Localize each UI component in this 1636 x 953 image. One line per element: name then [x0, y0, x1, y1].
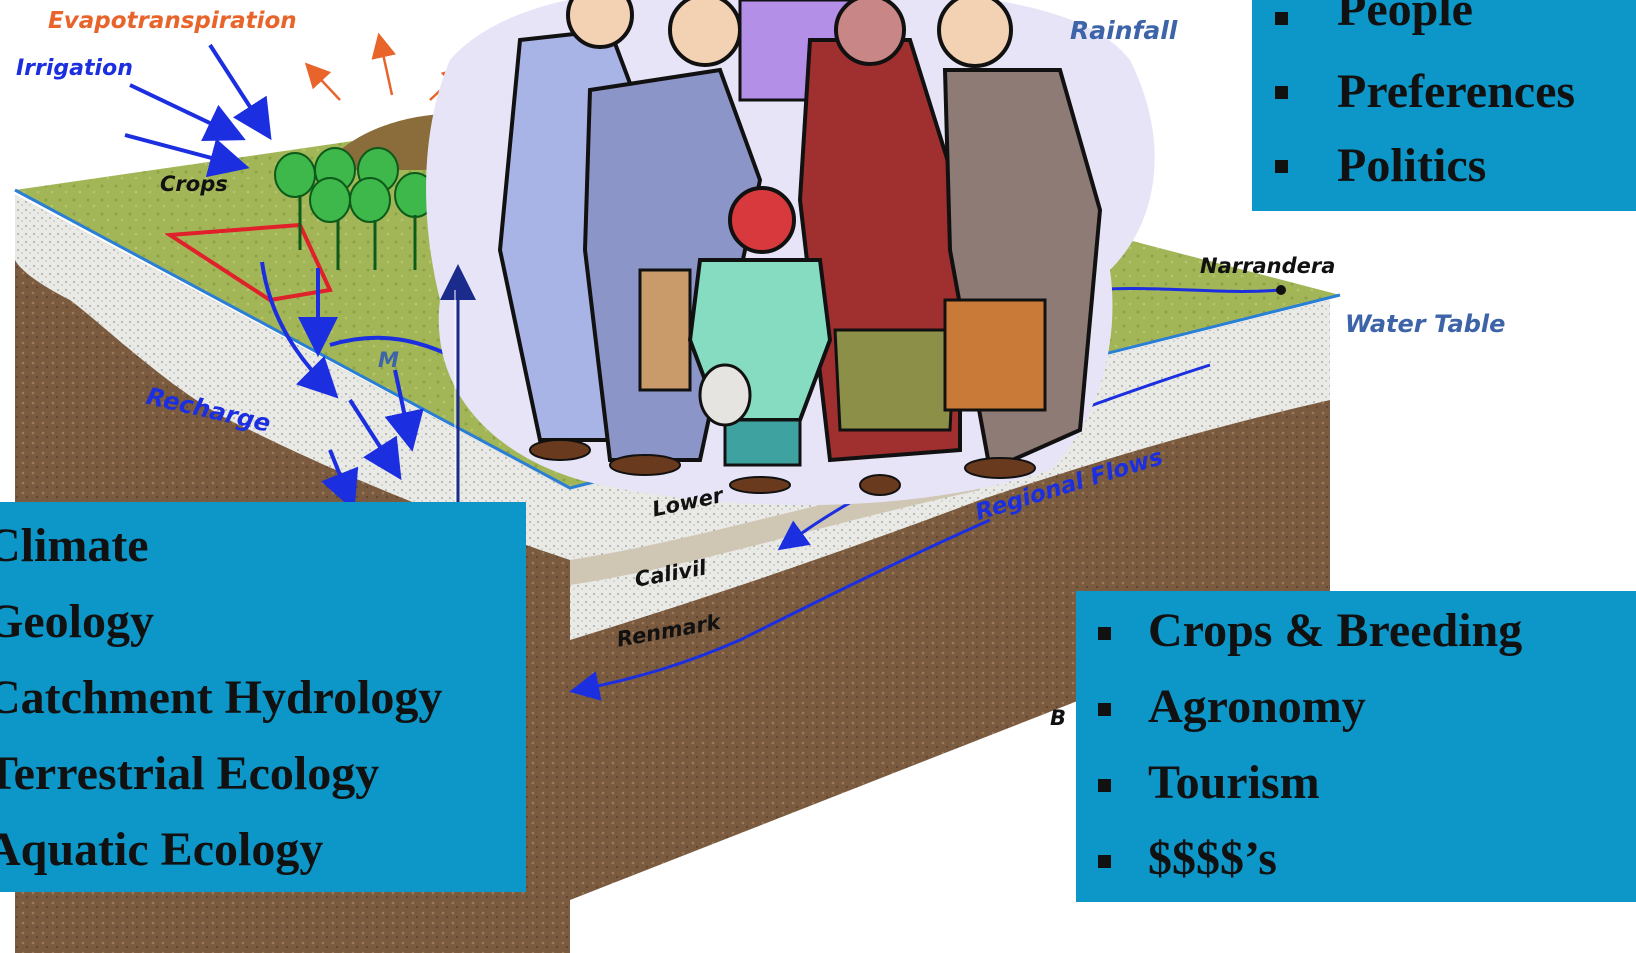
social-factors-box: People Preferences Politics	[1252, 0, 1636, 211]
bullet-icon	[1098, 627, 1111, 640]
label-crops: Crops	[160, 172, 228, 196]
list-item: $$$$’s	[1076, 832, 1636, 902]
list-item-text: People	[1337, 0, 1473, 36]
list-item: Terrestrial Ecology	[0, 746, 526, 822]
bullet-icon	[1275, 12, 1288, 25]
list-item-text: Tourism	[1148, 756, 1320, 809]
list-item: Geology	[0, 594, 526, 670]
list-item: Politics	[1252, 139, 1636, 211]
label-irrigation: Irrigation	[16, 56, 133, 81]
list-item-text: Aquatic Ecology	[0, 823, 324, 876]
list-item: Climate	[0, 518, 526, 594]
natural-factors-box: Climate Geology Catchment Hydrology Terr…	[0, 502, 526, 892]
economic-factors-box: Crops & Breeding Agronomy Tourism $$$$’s	[1076, 591, 1636, 902]
social-factors-list: People Preferences Politics	[1252, 0, 1636, 211]
people-group-illustration	[426, 0, 1155, 505]
bullet-icon	[1098, 779, 1111, 792]
list-item: Agronomy	[1076, 680, 1636, 757]
list-item-text: Preferences	[1337, 65, 1576, 118]
irrigation-arrows	[124, 43, 272, 178]
crops-illustration	[274, 147, 436, 270]
label-evapotranspiration: Evapotranspiration	[48, 8, 297, 34]
list-item: Crops & Breeding	[1076, 604, 1636, 681]
list-item: Catchment Hydrology	[0, 670, 526, 746]
label-partial-b: B	[1050, 706, 1067, 730]
list-item-text: Climate	[0, 519, 149, 572]
label-partial-m: M	[378, 348, 399, 372]
economic-factors-list: Crops & Breeding Agronomy Tourism $$$$’s	[1076, 591, 1636, 902]
bullet-icon	[1275, 160, 1288, 173]
bullet-icon	[1098, 855, 1111, 868]
list-item: Preferences	[1252, 65, 1636, 146]
list-item-text: Agronomy	[1148, 680, 1366, 733]
list-item-text: Catchment Hydrology	[0, 671, 443, 724]
list-item-text: Geology	[0, 595, 154, 648]
list-item-text: Politics	[1337, 139, 1487, 192]
bullet-icon	[1275, 86, 1288, 99]
list-item: People	[1252, 0, 1636, 72]
natural-factors-list: Climate Geology Catchment Hydrology Terr…	[0, 502, 526, 898]
list-item-text: Crops & Breeding	[1148, 604, 1523, 657]
list-item: Aquatic Ecology	[0, 822, 526, 898]
list-item-text: Terrestrial Ecology	[0, 747, 380, 800]
list-item: Tourism	[1076, 756, 1636, 833]
label-water-table: Water Table	[1345, 310, 1506, 338]
label-rainfall: Rainfall	[1070, 16, 1178, 45]
bullet-icon	[1098, 703, 1111, 716]
label-narrandera: Narrandera	[1200, 254, 1336, 278]
list-item-text: $$$$’s	[1148, 832, 1277, 885]
